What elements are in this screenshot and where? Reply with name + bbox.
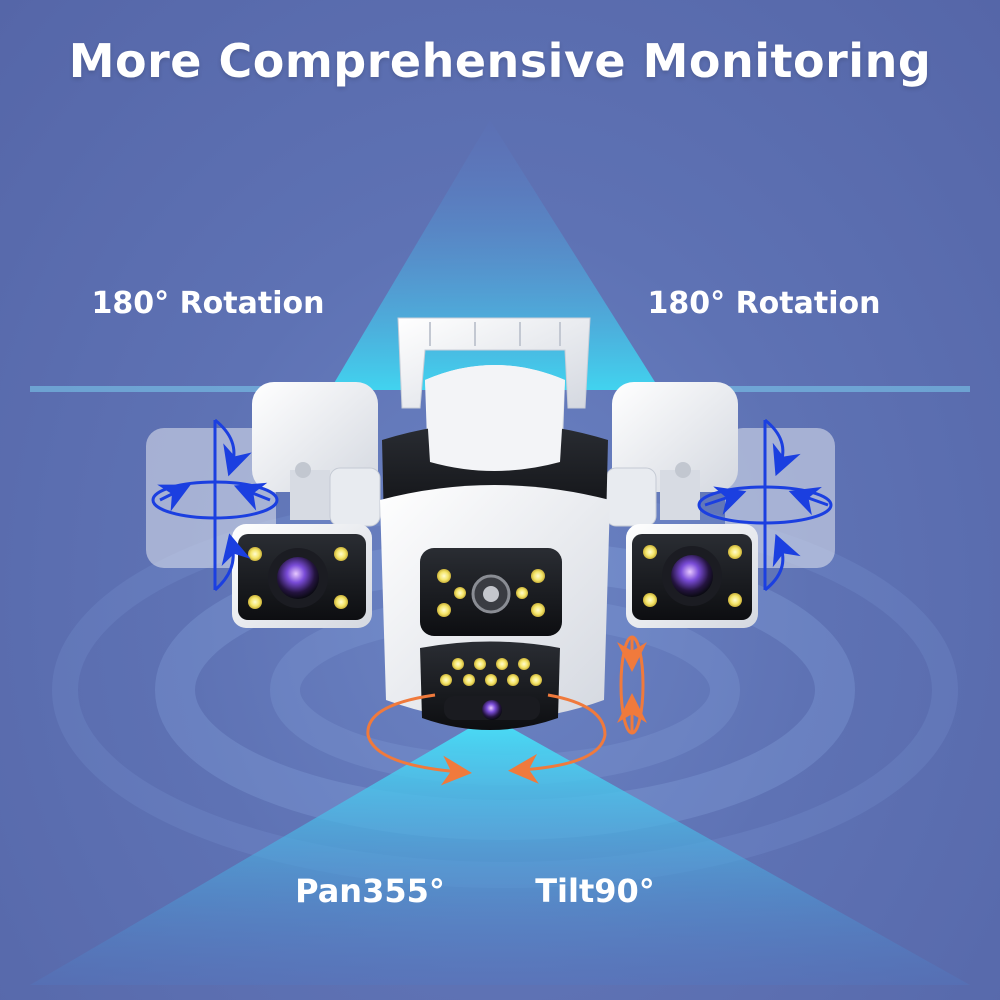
left-horizon [30, 386, 330, 392]
rotation-arrows-icon [697, 418, 833, 592]
center-camera [380, 317, 610, 730]
tilt-label: Tilt90° [535, 872, 655, 910]
rotation-label-right: 180° Rotation [647, 286, 881, 321]
pan-arrows-icon [366, 693, 607, 786]
right-horizon [660, 386, 970, 392]
pan-label: Pan355° [295, 872, 445, 910]
rotation-label-left: 180° Rotation [91, 286, 325, 321]
bottom-beam [30, 716, 970, 985]
right-camera [605, 382, 758, 628]
left-camera [232, 382, 381, 628]
rotation-arrows-icon [151, 418, 279, 592]
page-title: More Comprehensive Monitoring [68, 34, 932, 88]
tilt-arrows-icon [617, 635, 647, 735]
